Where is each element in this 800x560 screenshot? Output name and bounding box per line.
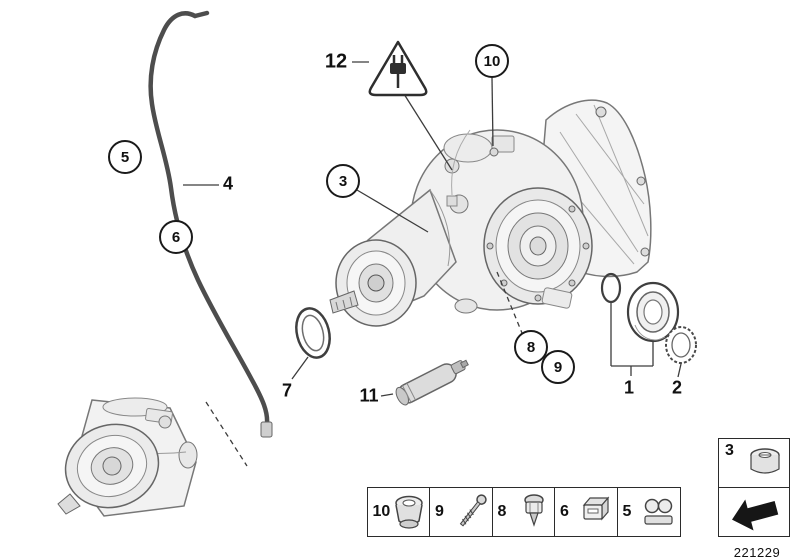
legend-item-6[interactable]: 6 <box>554 487 618 537</box>
legend-label: 6 <box>560 503 569 520</box>
callout-10[interactable]: 10 <box>475 44 509 78</box>
holder-clip-icon <box>643 498 673 525</box>
callout-11[interactable]: 11 <box>357 385 381 407</box>
document-id: 221229 <box>733 545 781 560</box>
oring-seal-drawing <box>600 272 680 343</box>
grommet-plug-icon <box>394 495 423 529</box>
clamp-clip-icon <box>582 496 610 521</box>
hazard-warning-triangle-icon <box>368 40 428 97</box>
callout-2[interactable]: 2 <box>669 377 685 399</box>
fastener-legend: 10 9 8 <box>366 487 681 537</box>
callout-4[interactable]: 4 <box>220 173 236 195</box>
view-direction-box[interactable] <box>718 486 790 537</box>
callout-1[interactable]: 1 <box>621 377 637 399</box>
view-direction-arrow-icon <box>732 499 779 530</box>
legend-label: 9 <box>435 503 444 520</box>
screw-plug-icon <box>750 448 780 474</box>
callout-12[interactable]: 12 <box>322 50 350 74</box>
breather-valve-icon <box>523 494 544 527</box>
side-item-label: 3 <box>725 442 734 459</box>
side-item-3[interactable]: 3 <box>718 438 790 488</box>
callout-5[interactable]: 5 <box>108 140 142 174</box>
breather-hose-drawing <box>148 10 273 438</box>
legend-label: 10 <box>372 503 391 520</box>
small-differential-drawing <box>57 397 248 517</box>
main-differential-drawing <box>329 99 652 327</box>
callout-8[interactable]: 8 <box>514 330 548 364</box>
callout-9[interactable]: 9 <box>541 350 575 384</box>
callout-7[interactable]: 7 <box>279 380 295 402</box>
grease-tube-drawing <box>395 359 469 406</box>
side-panel: 3 <box>718 438 790 537</box>
callout-3[interactable]: 3 <box>326 164 360 198</box>
leader-lines <box>183 61 682 397</box>
legend-item-9[interactable]: 9 <box>429 487 493 537</box>
seal-ring-7-drawing <box>295 307 331 359</box>
lock-ring-drawing <box>665 326 697 364</box>
legend-item-5[interactable]: 5 <box>616 487 681 537</box>
legend-item-10[interactable]: 10 <box>366 487 431 537</box>
callout-6[interactable]: 6 <box>159 220 193 254</box>
long-screw-icon <box>459 494 487 527</box>
legend-label: 5 <box>622 503 632 520</box>
legend-item-8[interactable]: 8 <box>491 487 556 537</box>
legend-label: 8 <box>497 503 507 520</box>
